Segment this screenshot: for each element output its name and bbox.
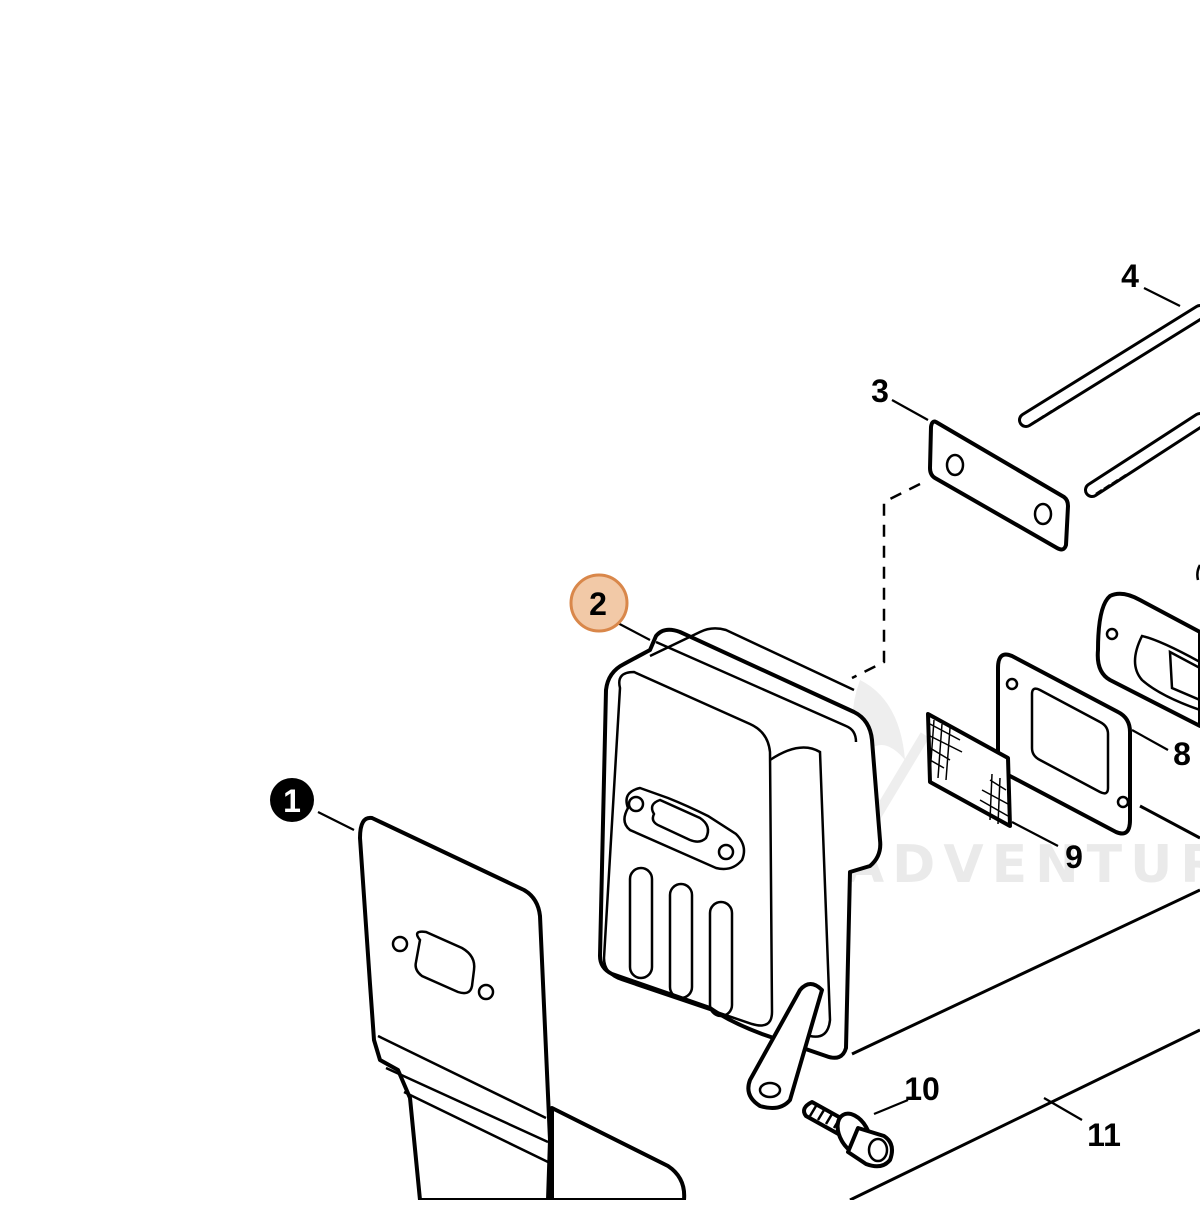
muffler-back-line bbox=[649, 627, 855, 692]
heat-shield-upper bbox=[358, 815, 552, 1202]
muffler-side-face bbox=[769, 746, 832, 1038]
assembly-dashed-line bbox=[851, 482, 921, 680]
muffler-slot-3 bbox=[708, 900, 734, 1018]
gasket-hole-top bbox=[1005, 677, 1019, 691]
muffler-outlet-flange bbox=[623, 786, 746, 871]
callout-3-label[interactable]: 3 bbox=[871, 373, 889, 409]
screen-part-9 bbox=[926, 712, 1012, 828]
plate-part-3 bbox=[928, 419, 1070, 552]
heat-shield-port bbox=[414, 930, 476, 995]
leader-11 bbox=[1043, 1097, 1083, 1121]
plate-hole-right bbox=[1033, 502, 1053, 526]
stud-upper-thread bbox=[1029, 404, 1061, 427]
studs bbox=[1018, 304, 1200, 498]
flange-edge bbox=[1196, 564, 1200, 581]
flange-outer bbox=[1095, 591, 1200, 728]
muffler-outlet-port bbox=[650, 798, 710, 843]
heat-shield-bend-lines bbox=[377, 1034, 549, 1164]
callouts: 1 2 3 4 8 9 10 11 bbox=[270, 258, 1191, 1153]
callout-10-label[interactable]: 10 bbox=[904, 1071, 940, 1107]
bolt-head-socket bbox=[867, 1137, 889, 1163]
muffler-front-face bbox=[602, 670, 774, 1027]
leader-10 bbox=[873, 1098, 909, 1116]
plate bbox=[928, 419, 1070, 552]
callout-4-label[interactable]: 4 bbox=[1121, 258, 1139, 294]
muffler-rim-line bbox=[655, 640, 858, 743]
muffler-slot-1 bbox=[628, 866, 654, 980]
stud-upper-fill bbox=[1021, 307, 1200, 425]
flange-partial bbox=[1095, 564, 1200, 728]
muffler-bracket bbox=[746, 982, 824, 1110]
stud-lower-thread bbox=[1095, 473, 1127, 496]
flange-port bbox=[1168, 649, 1200, 702]
callout-9-label[interactable]: 9 bbox=[1065, 839, 1083, 875]
callout-2[interactable]: 2 bbox=[569, 573, 629, 633]
screen-mesh-left bbox=[929, 719, 963, 781]
gasket-hole-bottom bbox=[1116, 795, 1130, 809]
callout-11-label[interactable]: 11 bbox=[1087, 1117, 1121, 1153]
bolt-part-10 bbox=[802, 1100, 894, 1169]
callout-1-label: 1 bbox=[283, 783, 301, 819]
heat-shield-hole-right bbox=[477, 983, 495, 1001]
plate-hole-left bbox=[945, 453, 965, 477]
frame-part-11 bbox=[849, 804, 1200, 1202]
gasket-opening bbox=[1030, 687, 1110, 795]
heat-shield-part-1 bbox=[358, 815, 687, 1202]
gasket-part-8 bbox=[996, 652, 1132, 836]
leader-9 bbox=[1011, 821, 1059, 847]
callout-1[interactable]: 1 bbox=[270, 778, 314, 822]
frame-line-right bbox=[1139, 804, 1200, 840]
callout-2-label: 2 bbox=[589, 586, 607, 622]
muffler-part-2 bbox=[598, 627, 883, 1110]
muffler-slot-2 bbox=[668, 882, 694, 1000]
heat-shield-hole-left bbox=[391, 935, 409, 953]
muffler-bracket-hole bbox=[758, 1081, 782, 1099]
flange-opening bbox=[1133, 634, 1200, 712]
leader-4 bbox=[1143, 287, 1181, 307]
bolt-thread bbox=[808, 1105, 842, 1129]
muffler-outlet-hole-left bbox=[627, 795, 645, 813]
stud-lower-fill bbox=[1087, 415, 1200, 495]
leader-3 bbox=[891, 399, 929, 421]
screen-mesh-right bbox=[979, 773, 1009, 825]
leader-8 bbox=[1131, 729, 1169, 751]
callout-2-highlight bbox=[569, 573, 629, 633]
frame-line-upper bbox=[851, 888, 1200, 1056]
heat-shield-lower bbox=[550, 1106, 687, 1202]
frame-line-lower bbox=[849, 1028, 1200, 1202]
callout-8-label[interactable]: 8 bbox=[1173, 736, 1191, 772]
flange-hole bbox=[1105, 627, 1119, 641]
callout-1-marker bbox=[270, 778, 314, 822]
leader-1 bbox=[317, 811, 355, 831]
muffler-body bbox=[598, 627, 883, 1060]
muffler-outlet-hole-right bbox=[717, 843, 735, 861]
